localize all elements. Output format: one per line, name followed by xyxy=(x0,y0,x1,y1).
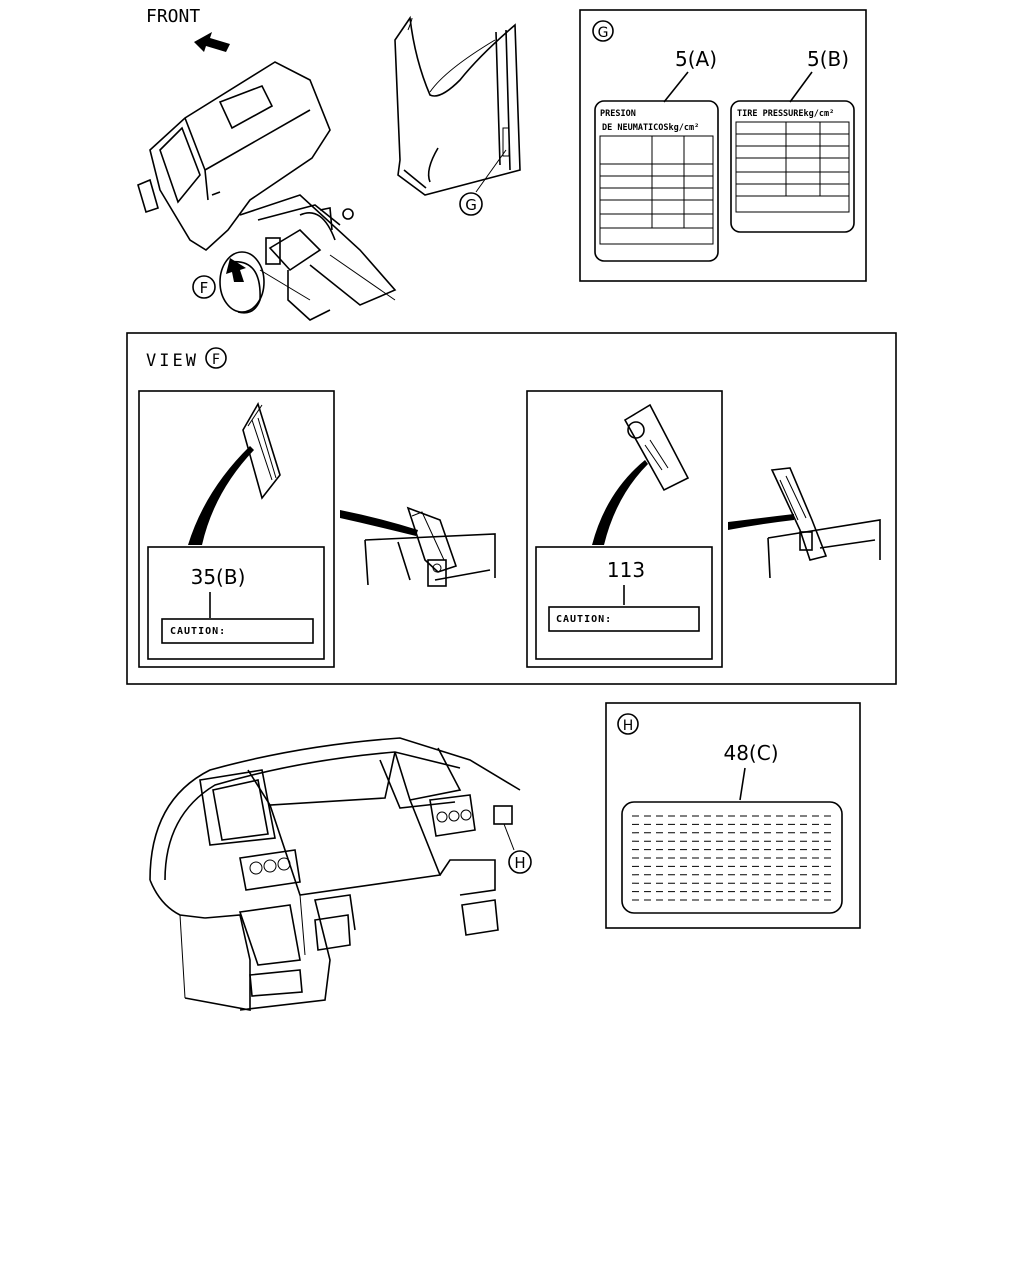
caution-label-35b-ref: 35(B) xyxy=(191,565,246,589)
door-panel-illustration: G xyxy=(394,15,521,216)
caution-label-113-ref: 113 xyxy=(607,558,645,582)
caution-label-113-text: CAUTION: xyxy=(556,614,612,625)
direction-arrow-icon xyxy=(226,258,246,282)
view-f-callout: F xyxy=(212,352,220,368)
label-a-ref: 5(A) xyxy=(675,47,717,71)
front-label: FRONT xyxy=(146,6,200,27)
callout-h-letter-small: H xyxy=(514,854,525,872)
label-a-line1: PRESION xyxy=(600,109,636,119)
label-48c-ref: 48(C) xyxy=(723,741,778,765)
view-f-left-panel xyxy=(138,390,335,668)
view-f-right-panel xyxy=(526,390,723,668)
box-g-frame xyxy=(579,9,867,282)
box-h-frame xyxy=(605,702,861,929)
callout-h-circle-small xyxy=(508,850,532,874)
callout-f-letter: F xyxy=(200,279,209,297)
label-b-ref: 5(B) xyxy=(807,47,849,71)
label-a-line2: DE NEUMATICOSkg/cm² xyxy=(602,123,699,133)
caution-label-113 xyxy=(535,546,713,660)
vehicle-illustration: FRONT F xyxy=(137,6,397,321)
view-f-box: VIEW F 35(B) CAUTION: 113 CAUTION: xyxy=(126,332,897,685)
tire-pressure-label-b xyxy=(730,100,855,233)
dashboard-illustration: H xyxy=(149,737,532,1011)
detail-box-g: G 5(A) 5(B) PRESION DE NEUMATICOSkg/cm² … xyxy=(579,9,867,282)
callout-g-circle-small xyxy=(459,192,483,216)
label-h-location xyxy=(493,805,513,825)
box-h-callout: H xyxy=(623,718,634,734)
view-f-title: VIEW xyxy=(146,351,199,371)
detail-box-h: H 48(C) xyxy=(605,702,861,929)
caution-label-35b-text: CAUTION: xyxy=(170,626,226,637)
label-48c xyxy=(621,801,843,914)
front-arrow-icon xyxy=(194,32,230,52)
callout-g-letter-small: G xyxy=(465,196,477,214)
caution-label-35b xyxy=(147,546,325,660)
box-g-callout: G xyxy=(598,25,609,41)
tire-pressure-label-a xyxy=(594,100,719,262)
view-f-frame xyxy=(126,332,897,685)
callout-f-circle xyxy=(192,275,216,299)
label-b-line1: TIRE PRESSUREkg/cm² xyxy=(737,109,834,119)
